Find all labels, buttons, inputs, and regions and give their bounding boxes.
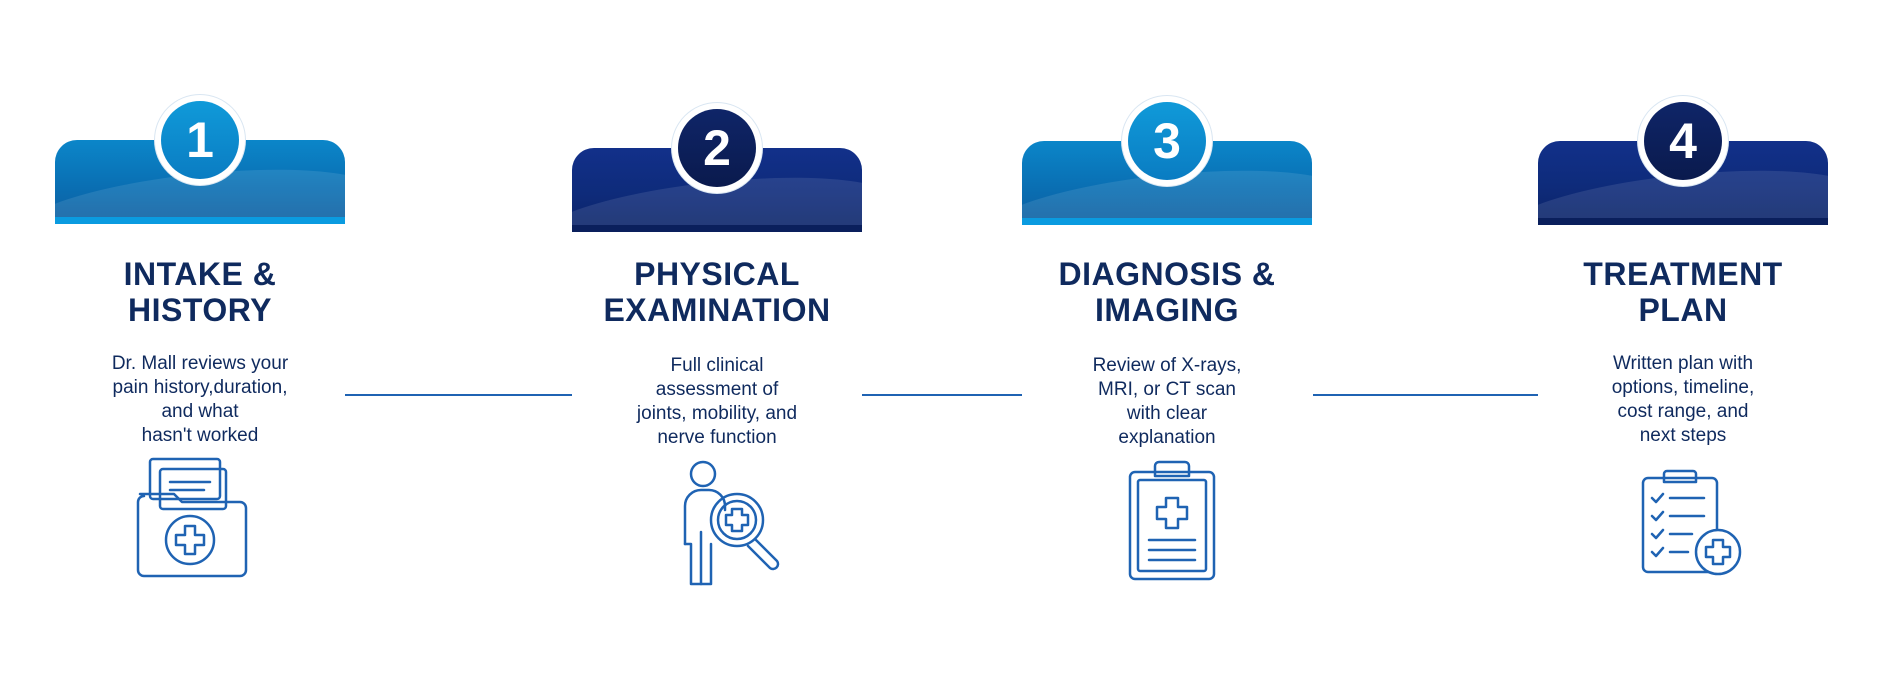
connector-line-3-4: [1313, 394, 1538, 396]
step-3-title: DIAGNOSIS & IMAGING: [1058, 256, 1276, 328]
step-4-description: Written plan with options, timeline, cos…: [1611, 353, 1755, 446]
step-1: 1 INTAKE & HISTORY Dr. Mall reviews your…: [55, 0, 355, 700]
step-3-number: 3: [1128, 102, 1206, 180]
step-4: 4 TREATMENT PLAN Written plan with optio…: [1538, 0, 1838, 700]
medical-clipboard-icon: [1127, 458, 1217, 582]
step-4-number-badge: 4: [1638, 96, 1728, 186]
connector-line-2-3: [862, 394, 1022, 396]
step-3-number-badge: 3: [1122, 96, 1212, 186]
step-2-description: Full clinical assessment of joints, mobi…: [636, 355, 798, 448]
step-2-title: PHYSICAL EXAMINATION: [603, 256, 831, 328]
step-2: 2 PHYSICAL EXAMINATION Full clinical ass…: [572, 0, 872, 700]
person-magnifier-icon: [677, 460, 789, 588]
step-3-description: Review of X-rays, MRI, or CT scan with c…: [1092, 355, 1242, 448]
step-1-number-badge: 1: [155, 95, 245, 185]
step-4-title: TREATMENT PLAN: [1583, 256, 1783, 328]
step-3: 3 DIAGNOSIS & IMAGING Review of X-rays, …: [1022, 0, 1322, 700]
step-1-description: Dr. Mall reviews your pain history,durat…: [111, 353, 289, 446]
checklist-plus-icon: [1640, 468, 1744, 578]
connector-line-1-2: [345, 394, 572, 396]
step-4-number: 4: [1644, 102, 1722, 180]
step-2-number: 2: [678, 109, 756, 187]
step-2-number-badge: 2: [672, 103, 762, 193]
step-1-number: 1: [161, 101, 239, 179]
step-1-title: INTAKE & HISTORY: [123, 256, 277, 328]
medical-folder-icon: [130, 456, 254, 578]
